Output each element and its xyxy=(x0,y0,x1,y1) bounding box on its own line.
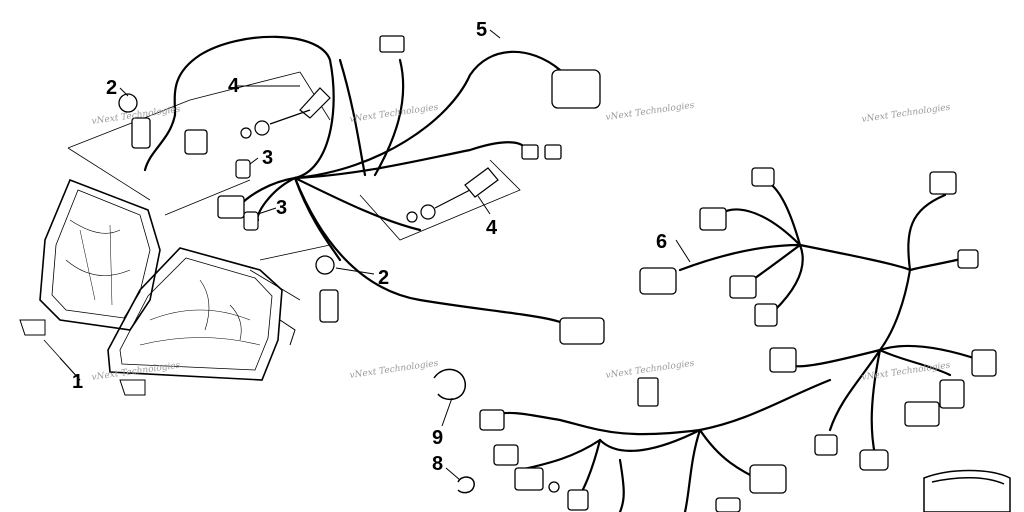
callout-9: 9 xyxy=(432,427,443,449)
callout-3-bottom: 3 xyxy=(276,197,287,219)
watermark: vNext Technologies xyxy=(349,359,439,381)
callout-labels: 2 4 3 3 5 4 2 6 1 9 8 xyxy=(72,19,667,475)
callout-8: 8 xyxy=(432,453,443,475)
harness-connectors-right xyxy=(479,167,997,512)
bulbs-adjusters xyxy=(235,87,499,231)
callout-5: 5 xyxy=(476,19,487,41)
clamps xyxy=(433,368,1011,512)
headlight-right xyxy=(107,247,296,396)
callout-6: 6 xyxy=(656,231,667,253)
callout-4-top: 4 xyxy=(228,75,240,97)
watermark: vNext Technologies xyxy=(349,103,439,125)
callout-2-top: 2 xyxy=(106,77,117,99)
harness-connectors-left xyxy=(118,35,605,345)
secondary-harness xyxy=(493,180,982,512)
callout-2-bottom: 2 xyxy=(378,267,389,289)
watermark: vNext Technologies xyxy=(861,361,951,383)
callout-3-top: 3 xyxy=(262,147,273,169)
watermarks: vNext Technologies vNext Technologies vN… xyxy=(91,101,951,383)
headlight-left xyxy=(19,178,161,336)
watermark: vNext Technologies xyxy=(605,101,695,123)
callout-4-bottom: 4 xyxy=(486,217,498,239)
callout-1: 1 xyxy=(72,371,83,393)
callout-leaders xyxy=(59,29,691,481)
watermark: vNext Technologies xyxy=(861,103,951,125)
